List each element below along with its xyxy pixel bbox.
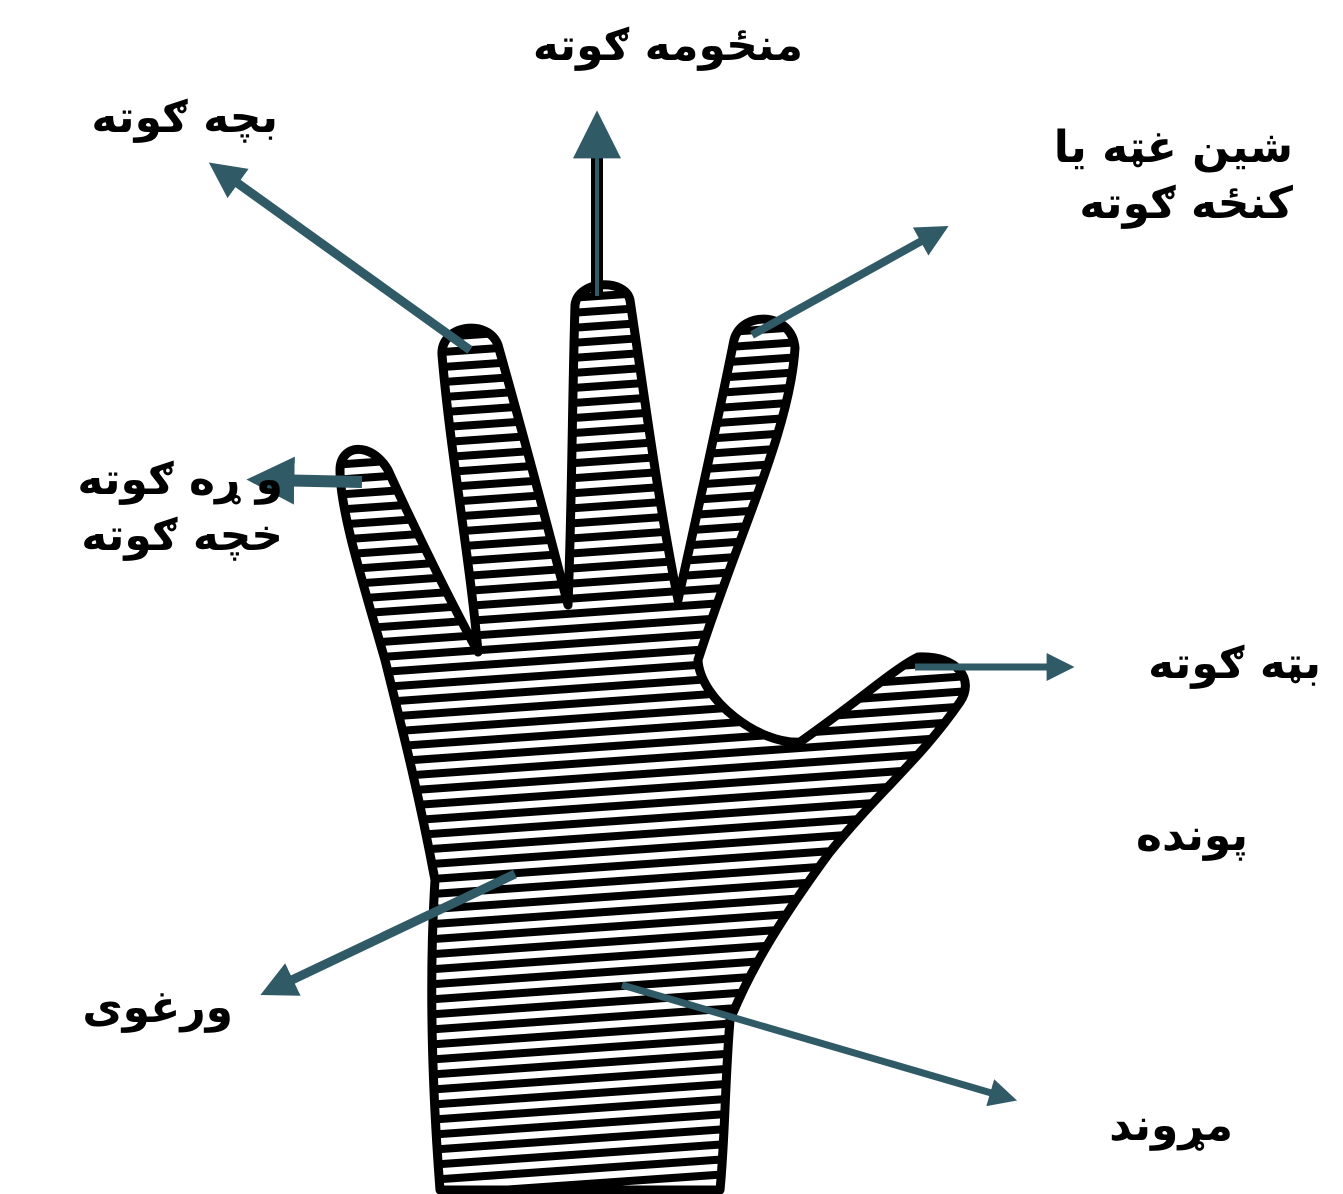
label-thumb-text: بټه ګوته: [1148, 636, 1321, 692]
label-middle-finger: منځومه ګوته: [533, 18, 803, 74]
label-ring-finger-line2: کنځه ګوته: [1054, 176, 1293, 232]
label-index-finger-text: بچه ګوته: [91, 90, 278, 146]
label-ring-finger: شين غټه يا کنځه ګوته: [1054, 120, 1293, 232]
label-wrist-left-text: ورغوی: [82, 980, 233, 1036]
label-palm: پونده: [1136, 808, 1248, 864]
label-wrist-left: ورغوی: [82, 980, 233, 1036]
label-little-finger: و ړه ګوته خچه ګوته: [77, 452, 283, 564]
label-palm-text: پونده: [1136, 808, 1248, 864]
hand-illustration: [340, 285, 965, 1190]
label-wrist-right: مړوند: [1109, 1098, 1233, 1154]
label-middle-finger-text: منځومه ګوته: [533, 18, 803, 74]
arrow-index-finger: [222, 172, 470, 350]
hand-outline: [340, 285, 965, 1190]
label-little-finger-line2: خچه ګوته: [77, 508, 283, 564]
label-wrist-right-text: مړوند: [1109, 1098, 1233, 1154]
label-ring-finger-line1: شين غټه يا: [1054, 120, 1293, 176]
label-thumb: بټه ګوته: [1148, 636, 1321, 692]
label-index-finger: بچه ګوته: [91, 90, 278, 146]
arrow-ring-finger: [752, 233, 936, 335]
label-little-finger-line1: و ړه ګوته: [77, 452, 283, 508]
